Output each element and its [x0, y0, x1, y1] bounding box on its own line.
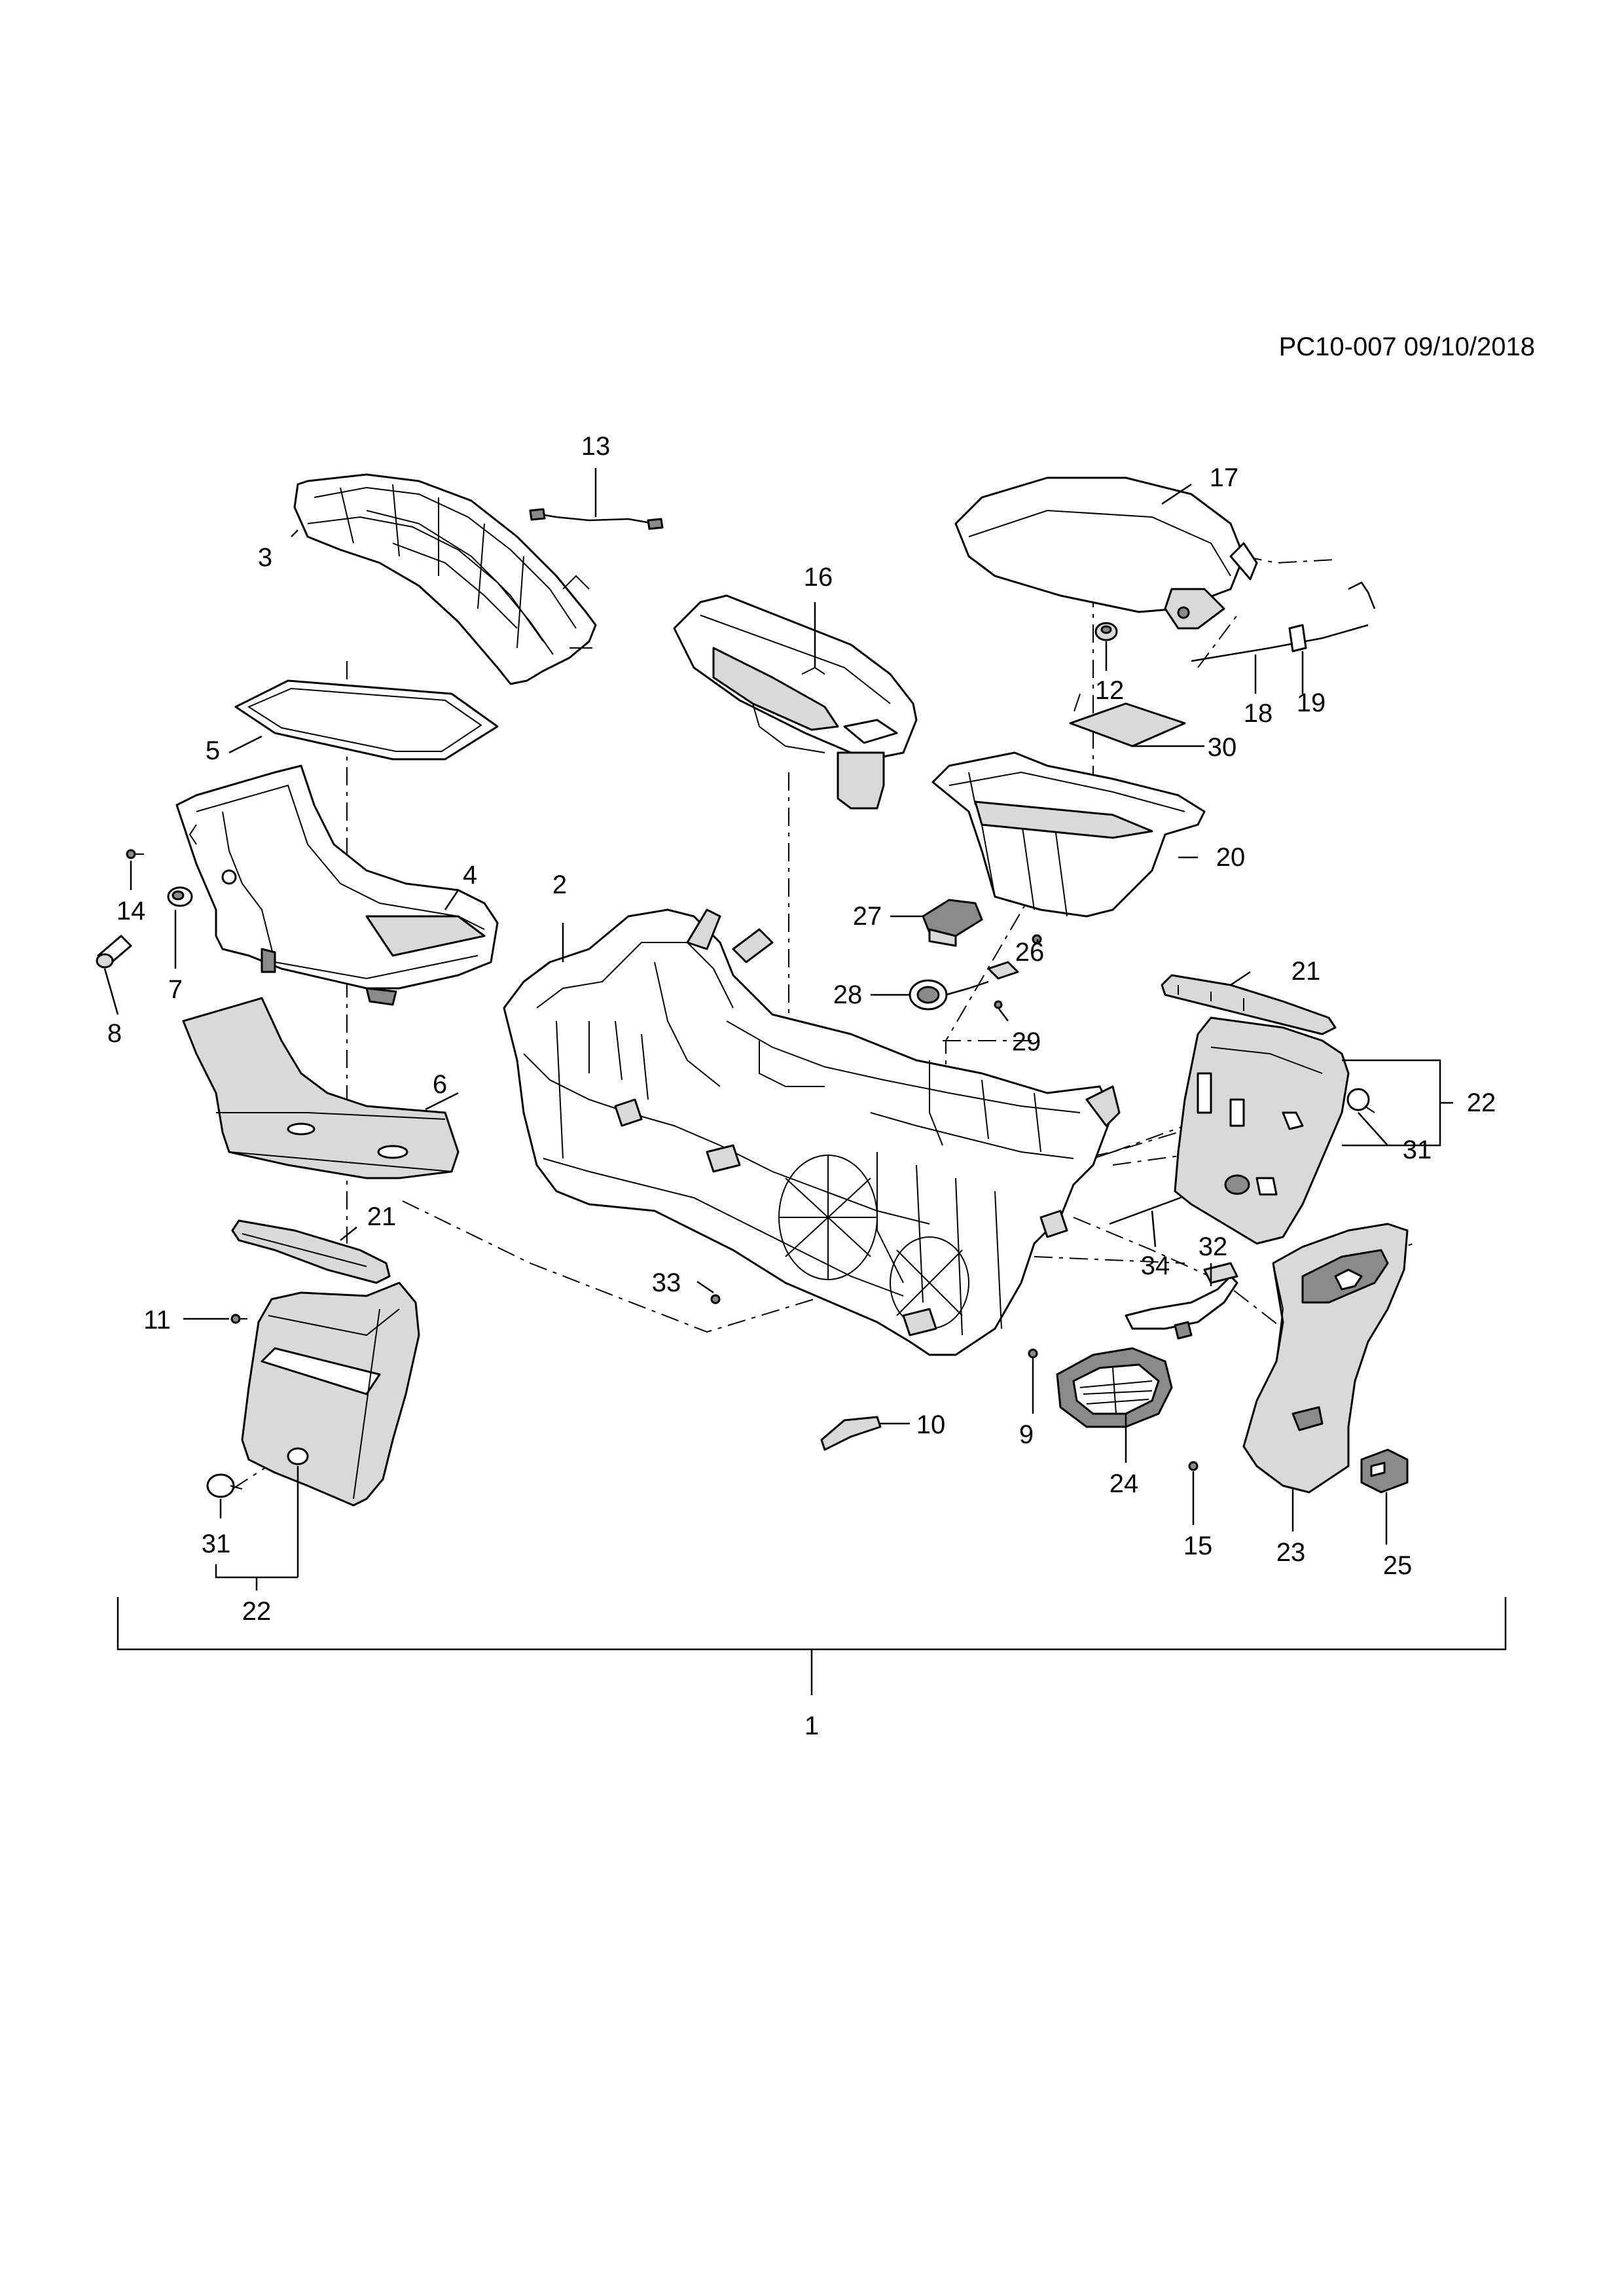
part-33-screw	[710, 1294, 721, 1304]
callout-5: 5	[206, 736, 220, 765]
callout-21-right: 21	[1291, 957, 1321, 986]
part-21-left-trim-strip	[231, 1219, 391, 1284]
callout-12: 12	[1095, 676, 1125, 705]
part-31-right-clip	[1346, 1088, 1375, 1113]
part-32-bracket	[1125, 1262, 1238, 1340]
part-21-right-trim-strip	[1161, 974, 1337, 1035]
callout-32: 32	[1199, 1232, 1228, 1261]
callout-21-left: 21	[367, 1202, 397, 1231]
callout-31-left: 31	[202, 1530, 231, 1558]
part-28-power-outlet	[909, 979, 989, 1011]
callout-25: 25	[1383, 1551, 1413, 1580]
callout-27: 27	[853, 902, 882, 931]
part-31-left-clip	[206, 1473, 243, 1498]
part-3-upper-console-cover	[293, 473, 597, 685]
part-30-mat	[1069, 702, 1186, 747]
part-23-rear-panel	[1242, 1223, 1409, 1494]
callout-33: 33	[652, 1268, 681, 1297]
part-12-hinge-bushing	[1094, 622, 1118, 641]
part-20-storage-bin	[931, 751, 1206, 918]
callout-2: 2	[552, 870, 567, 899]
leader-lines	[103, 468, 1507, 1695]
callout-1: 1	[804, 1712, 819, 1740]
callout-6: 6	[433, 1070, 447, 1099]
part-25-usb-module	[1360, 1448, 1409, 1494]
part-16-cup-holder	[673, 594, 918, 810]
callout-28: 28	[833, 980, 863, 1009]
callout-10: 10	[916, 1410, 946, 1439]
callout-31-right: 31	[1403, 1136, 1432, 1164]
callout-22-left: 22	[242, 1597, 272, 1626]
callout-22-right: 22	[1467, 1088, 1496, 1117]
drawing-reference: PC10-007 09/10/2018	[1279, 332, 1535, 361]
part-11-screw	[230, 1314, 247, 1324]
callout-labels: 1 2 3 4 5 6 7 8 9 10 11 12 13 14 15 16 1…	[107, 432, 1496, 1740]
callout-19: 19	[1297, 689, 1326, 717]
callout-11: 11	[143, 1306, 171, 1335]
callout-24: 24	[1110, 1469, 1139, 1498]
part-24-air-vent	[1056, 1347, 1173, 1428]
part-18-latch-rod	[1191, 624, 1369, 662]
part-27-switch	[922, 899, 983, 947]
part-8-fastener	[96, 935, 132, 969]
part-13-harness	[529, 508, 664, 530]
callout-3: 3	[258, 543, 272, 572]
callout-34: 34	[1141, 1251, 1170, 1280]
part-4-front-tray-panel	[175, 764, 499, 1006]
callout-7: 7	[168, 975, 183, 1004]
callout-20: 20	[1216, 843, 1246, 872]
part-22-left-side-panel	[241, 1282, 420, 1507]
part-19-latch-clip	[1288, 581, 1376, 653]
callout-17: 17	[1210, 463, 1239, 492]
part-9-screw	[1028, 1348, 1038, 1359]
callout-30: 30	[1208, 733, 1237, 762]
callout-8: 8	[107, 1019, 122, 1048]
part-5-mat	[234, 679, 499, 761]
part-10-clip	[820, 1416, 882, 1451]
part-22-right-side-panel	[1174, 1016, 1350, 1245]
part-2-console-frame	[503, 908, 1121, 1356]
callout-9: 9	[1019, 1420, 1034, 1449]
callout-26: 26	[1015, 938, 1045, 967]
part-6-lower-mat	[182, 997, 460, 1179]
callout-18: 18	[1244, 699, 1273, 728]
callout-15: 15	[1183, 1532, 1213, 1560]
callout-23: 23	[1276, 1538, 1306, 1567]
part-15-screw	[1188, 1461, 1199, 1471]
part-14-screw	[126, 849, 144, 859]
callout-14: 14	[117, 897, 146, 925]
callout-16: 16	[804, 563, 833, 592]
part-29-connector	[987, 961, 1019, 1009]
callout-4: 4	[463, 861, 477, 889]
callout-13: 13	[581, 432, 611, 461]
part-7-bushing	[167, 886, 193, 907]
callout-29: 29	[1012, 1028, 1041, 1056]
part-17-armrest-lid	[954, 476, 1258, 630]
